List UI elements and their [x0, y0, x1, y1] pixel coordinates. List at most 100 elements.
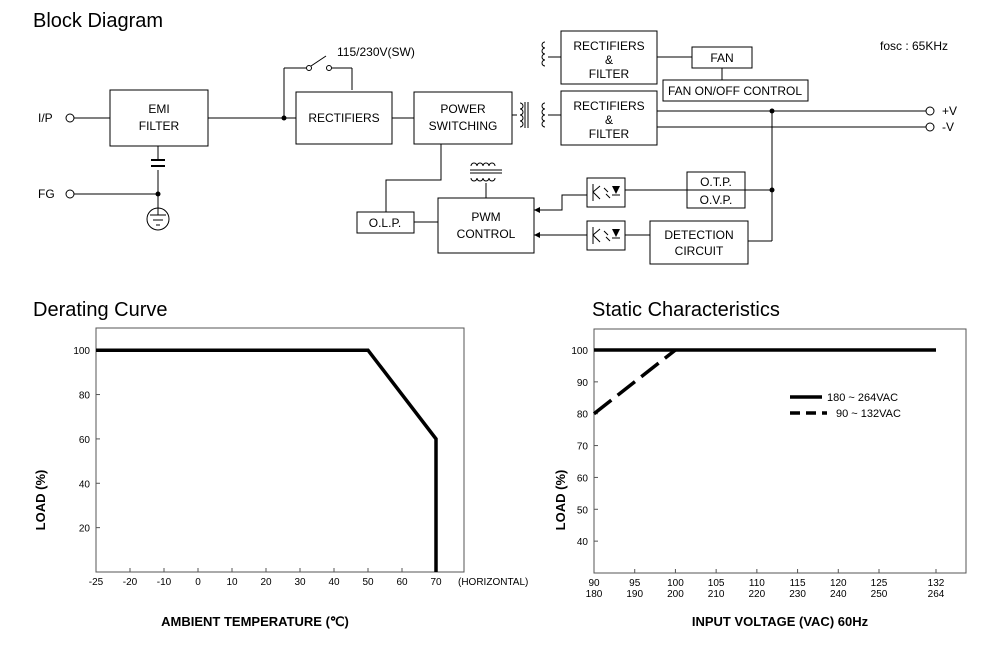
detection-circuit-block: [649, 220, 749, 265]
derating-y-tick-label: 60: [79, 435, 91, 446]
fosc-label: fosc : 65KHz: [880, 39, 948, 53]
static-y-tick-label: 100: [571, 346, 588, 357]
input-terminal-label: I/P: [38, 111, 53, 125]
static-x-tick-label-top: 100: [667, 578, 684, 589]
derating-x-tick-label: 20: [260, 577, 272, 588]
pwm-control-block: [437, 197, 535, 254]
transformer-icon: [541, 41, 561, 67]
olp-label: O.L.P.: [369, 216, 401, 230]
static-x-tick-label-bottom: 250: [871, 589, 888, 600]
derating-x-tick-label: 0: [195, 577, 201, 588]
derating-y-tick-label: 80: [79, 391, 91, 402]
rf-top-label-1: RECTIFIERS: [573, 39, 644, 53]
derating-x-axis-title: AMBIENT TEMPERATURE (℃): [161, 614, 349, 629]
switch-icon: [283, 55, 353, 118]
olp-block: [356, 211, 415, 234]
rf-top-label-2: &: [605, 53, 613, 67]
derating-y-axis-title: LOAD (%): [33, 470, 48, 531]
derating-y-tick-label: 20: [79, 524, 91, 535]
static-x-tick-label-top: 90: [588, 578, 600, 589]
ovp-label: O.V.P.: [700, 193, 733, 207]
transformer-icon: [470, 162, 502, 182]
arrow-icon: [534, 232, 540, 238]
optocoupler-icon: [586, 220, 626, 251]
derating-x-tick-label: 70: [430, 577, 442, 588]
rectifiers-block: [295, 91, 393, 145]
static-x-tick-label-top: 120: [830, 578, 847, 589]
legend-solid-label: 180 ~ 264VAC: [827, 392, 898, 404]
power-switching-block: [413, 91, 513, 145]
transformer-icon: [512, 102, 561, 128]
static-x-tick-label-bottom: 210: [708, 589, 725, 600]
power-switching-label-1: POWER: [440, 102, 486, 116]
rf-bot-label-2: &: [605, 113, 613, 127]
static-x-tick-label-top: 95: [629, 578, 641, 589]
rectifier-filter-aux-block: [560, 30, 658, 85]
derating-x-tick-label: -25: [89, 577, 104, 588]
junction-dot: [769, 187, 775, 193]
pos-label: +V: [942, 104, 957, 118]
fan-control-block: [662, 79, 809, 102]
derating-x-suffix: (HORIZONTAL): [458, 577, 528, 588]
derating-x-tick-label: -10: [157, 577, 172, 588]
static-series-90-132: [592, 348, 677, 416]
static-y-axis-title: LOAD (%): [553, 470, 568, 531]
static-x-tick-label-top: 125: [871, 578, 888, 589]
block-diagram-title: Block Diagram: [33, 10, 163, 32]
detection-label-1: DETECTION: [664, 228, 733, 242]
rf-top-label-3: FILTER: [589, 67, 630, 81]
fg-terminal: [65, 189, 75, 199]
neg-terminal: [925, 122, 935, 132]
rectifier-filter-main-block: [560, 90, 658, 146]
static-x-tick-label-bottom: 200: [667, 589, 684, 600]
optocoupler-icon: [586, 177, 626, 208]
static-x-tick-label-bottom: 190: [626, 589, 643, 600]
emi-label-2: FILTER: [139, 119, 180, 133]
capacitor-icon: [151, 159, 165, 167]
neg-label: -V: [942, 120, 954, 134]
static-x-tick-label-bottom: 220: [749, 589, 766, 600]
fan-label: FAN: [710, 51, 733, 65]
legend-dashed-label: 90 ~ 132VAC: [836, 408, 901, 420]
static-title: Static Characteristics: [592, 299, 780, 321]
detection-label-2: CIRCUIT: [675, 244, 724, 258]
static-legend: 180 ~ 264VAC 90 ~ 132VAC: [790, 392, 901, 420]
power-switching-label-2: SWITCHING: [429, 119, 498, 133]
static-x-tick-label-top: 105: [708, 578, 725, 589]
switch-label: 115/230V(SW): [337, 45, 415, 59]
derating-series-line: [96, 348, 438, 572]
pwm-label-1: PWM: [471, 210, 500, 224]
input-terminal: [65, 113, 75, 123]
static-x-axis-title: INPUT VOLTAGE (VAC) 60Hz: [692, 614, 869, 629]
static-x-tick-label-bottom: 264: [928, 589, 945, 600]
pos-terminal: [925, 106, 935, 116]
rf-bot-label-1: RECTIFIERS: [573, 99, 644, 113]
input-wiring: [74, 117, 296, 205]
rf-bot-label-3: FILTER: [589, 127, 630, 141]
static-x-tick-label-top: 132: [928, 578, 945, 589]
junction-dot: [769, 108, 775, 114]
derating-x-tick-label: 30: [294, 577, 306, 588]
emi-filter-block: [109, 89, 209, 147]
static-y-tick-label: 50: [577, 505, 589, 516]
static-x-tick-label-top: 115: [790, 578, 806, 589]
derating-x-tick-label: 10: [226, 577, 238, 588]
otp-label: O.T.P.: [700, 175, 732, 189]
derating-x-tick-label: 40: [328, 577, 340, 588]
rectifiers-label: RECTIFIERS: [308, 111, 379, 125]
emi-label-1: EMI: [148, 102, 169, 116]
derating-x-tick-label: 50: [362, 577, 374, 588]
static-y-tick-label: 80: [577, 410, 589, 421]
junction-dot: [155, 191, 161, 197]
derating-x-tick-label: 60: [396, 577, 408, 588]
static-plot-area: [593, 328, 967, 574]
static-x-tick-label-top: 110: [749, 578, 765, 589]
derating-title: Derating Curve: [33, 299, 168, 321]
static-y-tick-label: 40: [577, 537, 589, 548]
static-y-tick-label: 60: [577, 473, 589, 484]
fan-control-label: FAN ON/OFF CONTROL: [668, 84, 802, 98]
pwm-label-2: CONTROL: [457, 227, 516, 241]
